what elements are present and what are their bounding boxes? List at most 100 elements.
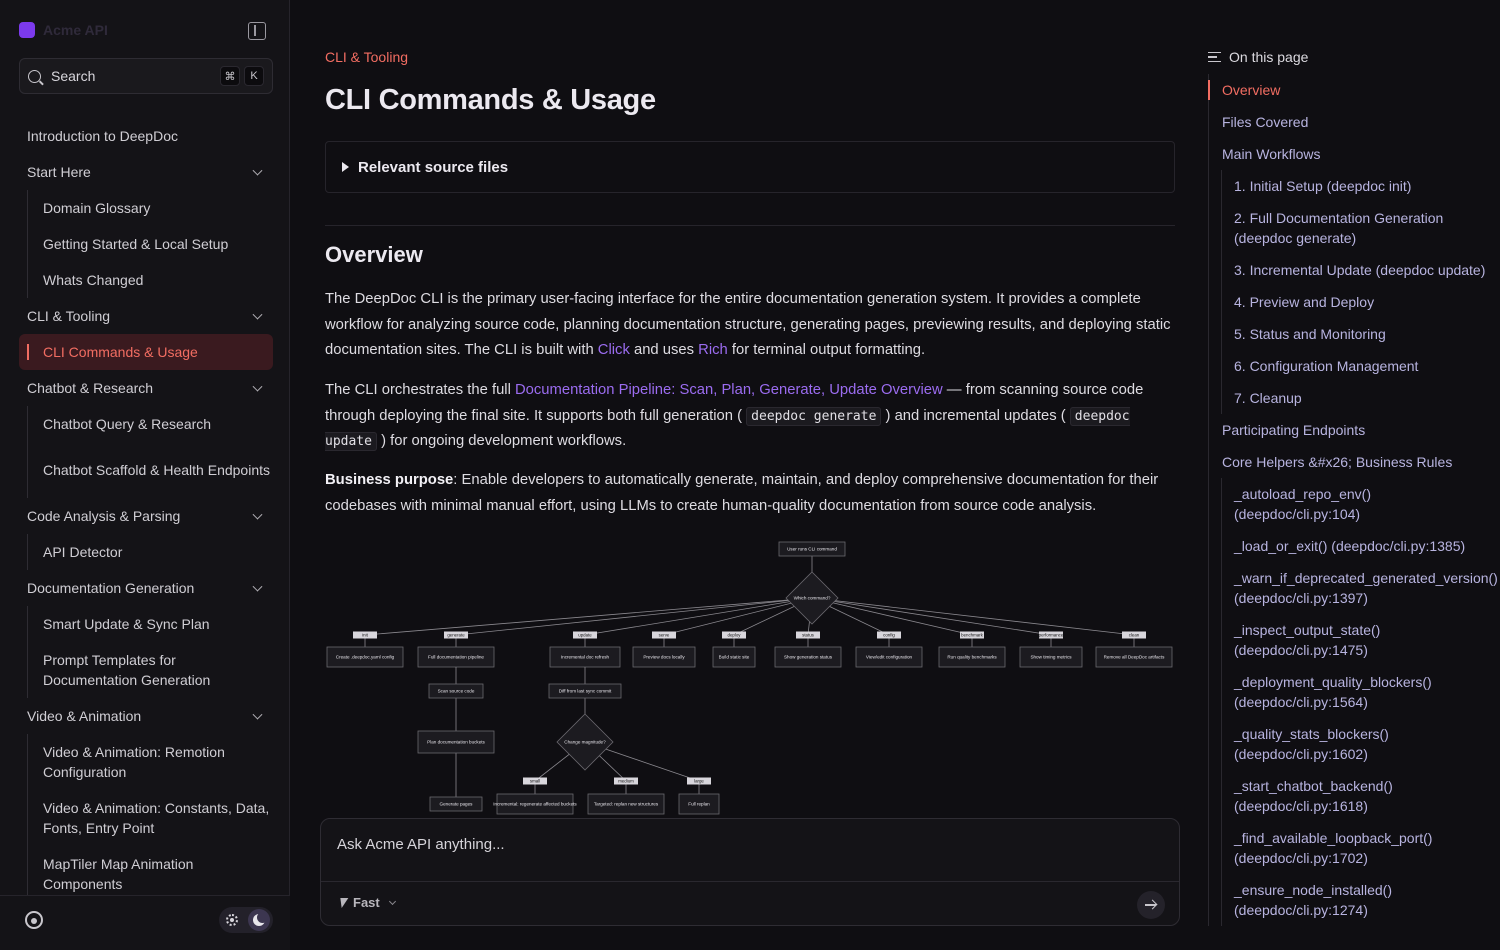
chevron-down-icon[interactable] bbox=[252, 509, 263, 520]
sidebar-item[interactable]: Smart Update & Sync Plan bbox=[19, 606, 273, 642]
sidebar-item[interactable]: Chatbot Query & Research bbox=[19, 406, 273, 442]
pipeline-link[interactable]: Documentation Pipeline: Scan, Plan, Gene… bbox=[514, 382, 943, 398]
sidebar-item-label: API Detector bbox=[43, 544, 123, 560]
brand[interactable]: Acme API bbox=[19, 22, 108, 38]
toc-item[interactable]: 5. Status and Monitoring bbox=[1208, 318, 1500, 350]
sidebar-item[interactable]: Introduction to DeepDoc bbox=[19, 118, 273, 154]
overview-paragraph-2: The CLI orchestrates the full Documentat… bbox=[325, 378, 1175, 455]
toc-item[interactable]: Files Covered bbox=[1222, 114, 1309, 130]
toc-item[interactable]: 6. Configuration Management bbox=[1208, 350, 1500, 382]
toc-item[interactable]: Main Workflows bbox=[1222, 146, 1321, 162]
toc-item[interactable]: 1. Initial Setup (deepdoc init) bbox=[1208, 170, 1500, 202]
toc-item[interactable]: 3. Incremental Update (deepdoc update) bbox=[1208, 254, 1500, 286]
sidebar-item[interactable]: Prompt Templates for Documentation Gener… bbox=[19, 642, 273, 698]
toc-item[interactable]: Participating Endpoints bbox=[1222, 422, 1366, 438]
flow-node-label: Diff from last sync commit bbox=[559, 689, 612, 694]
github-icon[interactable] bbox=[25, 911, 43, 929]
toc-item[interactable]: _find_available_loopback_port() (deepdoc… bbox=[1208, 822, 1500, 874]
flow-node-label: User runs CLI command bbox=[787, 547, 837, 552]
flow-node bbox=[855, 646, 923, 668]
flow-node bbox=[1019, 646, 1083, 668]
sidebar-item[interactable]: Documentation Generation bbox=[19, 570, 273, 606]
sun-icon[interactable] bbox=[226, 914, 238, 926]
toc-item[interactable]: _ensure_node_installed() (deepdoc/cli.py… bbox=[1208, 874, 1500, 926]
toc-heading-label: On this page bbox=[1229, 49, 1309, 65]
sidebar-item[interactable]: Video & Animation: Constants, Data, Font… bbox=[19, 790, 273, 846]
toc-item[interactable]: _deployment_quality_blockers() (deepdoc/… bbox=[1208, 666, 1500, 718]
sidebar-item-label: Video & Animation: Constants, Data, Font… bbox=[43, 800, 270, 836]
sidebar-item[interactable]: Video & Animation: Remotion Configuratio… bbox=[19, 734, 273, 790]
click-link[interactable]: Click bbox=[597, 342, 630, 358]
sidebar-toggle-icon[interactable] bbox=[248, 22, 266, 40]
text: for terminal output formatting. bbox=[727, 342, 926, 358]
kbd-meta: ⌘ bbox=[220, 66, 240, 86]
sidebar-item-label: Introduction to DeepDoc bbox=[27, 128, 178, 144]
toc-item[interactable]: Core Helpers &#x26; Business Rules bbox=[1222, 454, 1453, 470]
sidebar-item-label: Chatbot Scaffold & Health Endpoints bbox=[43, 462, 271, 478]
sidebar-item[interactable]: CLI Commands & Usage bbox=[19, 334, 273, 370]
flow-edge bbox=[811, 597, 1135, 636]
chevron-down-icon[interactable] bbox=[252, 381, 263, 392]
sidebar-item[interactable]: Start Here bbox=[19, 154, 273, 190]
sidebar-item[interactable]: Code Analysis & Parsing bbox=[19, 498, 273, 534]
edge-label-bg bbox=[687, 777, 711, 785]
send-arrow-icon[interactable] bbox=[1137, 891, 1165, 919]
toc-item[interactable]: _inspect_output_state() (deepdoc/cli.py:… bbox=[1208, 614, 1500, 666]
toc-item[interactable]: 4. Preview and Deploy bbox=[1208, 286, 1500, 318]
details-label: Relevant source files bbox=[358, 158, 509, 176]
edge-label-bg bbox=[960, 631, 984, 639]
toc-item[interactable]: _start_chatbot_backend() (deepdoc/cli.py… bbox=[1208, 770, 1500, 822]
chevron-down-icon[interactable] bbox=[252, 581, 263, 592]
edge-label-bg bbox=[652, 631, 676, 639]
theme-toggle[interactable] bbox=[219, 907, 273, 933]
sidebar-item[interactable]: Chatbot & Research bbox=[19, 370, 273, 406]
flow-node-label: Scan source code bbox=[438, 689, 475, 694]
breadcrumb[interactable]: CLI & Tooling bbox=[325, 49, 409, 65]
chevron-down-icon[interactable] bbox=[252, 309, 263, 320]
toc-item[interactable]: 7. Cleanup bbox=[1208, 382, 1500, 414]
flow-node-label: Run quality benchmarks bbox=[947, 655, 997, 660]
relevant-source-files-toggle[interactable]: Relevant source files bbox=[325, 141, 1175, 193]
sidebar-item[interactable]: Getting Started & Local Setup bbox=[19, 226, 273, 262]
toc-item[interactable]: _load_or_exit() (deepdoc/cli.py:1385) bbox=[1208, 530, 1500, 562]
toc-heading: On this page bbox=[1208, 49, 1308, 65]
sidebar: Acme API Search ⌘ K Introduction to Deep… bbox=[0, 0, 290, 950]
mode-selector[interactable]: Fast bbox=[337, 895, 396, 910]
sidebar-footer bbox=[0, 895, 290, 950]
toc-item[interactable]: Overview bbox=[1208, 74, 1500, 106]
toc-item[interactable]: _quality_stats_blockers() (deepdoc/cli.p… bbox=[1208, 718, 1500, 770]
sidebar-item[interactable]: Video & Animation bbox=[19, 698, 273, 734]
edge-label: benchmark bbox=[961, 633, 984, 638]
sidebar-item[interactable]: MapTiler Map Animation Components bbox=[19, 846, 273, 902]
sidebar-item-label: Whats Changed bbox=[43, 272, 144, 288]
toc-item[interactable]: _warn_if_deprecated_generated_version() … bbox=[1208, 562, 1500, 614]
sidebar-item-label: MapTiler Map Animation Components bbox=[43, 856, 194, 892]
toc-item[interactable]: _autoload_repo_env() (deepdoc/cli.py:104… bbox=[1208, 478, 1500, 530]
expand-triangle-icon bbox=[342, 162, 349, 172]
flow-node-label: Full documentation pipeline bbox=[428, 655, 484, 660]
sidebar-item[interactable]: API Detector bbox=[19, 534, 273, 570]
chevron-down-icon[interactable] bbox=[252, 165, 263, 176]
sidebar-item[interactable]: Chatbot Scaffold & Health Endpoints bbox=[19, 442, 273, 498]
edge-label-bg bbox=[573, 631, 597, 639]
sidebar-item[interactable]: Domain Glossary bbox=[19, 190, 273, 226]
dark-mode-button[interactable] bbox=[248, 909, 270, 931]
sidebar-item-label: CLI & Tooling bbox=[27, 308, 111, 324]
flow-edge bbox=[455, 597, 813, 636]
toc-item[interactable]: 2. Full Documentation Generation (deepdo… bbox=[1208, 202, 1500, 254]
edge-label-bg bbox=[722, 631, 746, 639]
flow-decision bbox=[785, 571, 839, 625]
business-purpose-paragraph: Business purpose: Enable developers to a… bbox=[325, 468, 1175, 519]
sidebar-item-label: Code Analysis & Parsing bbox=[27, 508, 181, 524]
search-button[interactable]: Search ⌘ K bbox=[19, 58, 273, 94]
rich-link[interactable]: Rich bbox=[698, 342, 728, 358]
chat-input[interactable] bbox=[337, 833, 1097, 855]
sidebar-item[interactable]: Whats Changed bbox=[19, 262, 273, 298]
chevron-down-icon[interactable] bbox=[252, 709, 263, 720]
kbd-key: K bbox=[244, 66, 264, 86]
sidebar-item[interactable]: CLI & Tooling bbox=[19, 298, 273, 334]
